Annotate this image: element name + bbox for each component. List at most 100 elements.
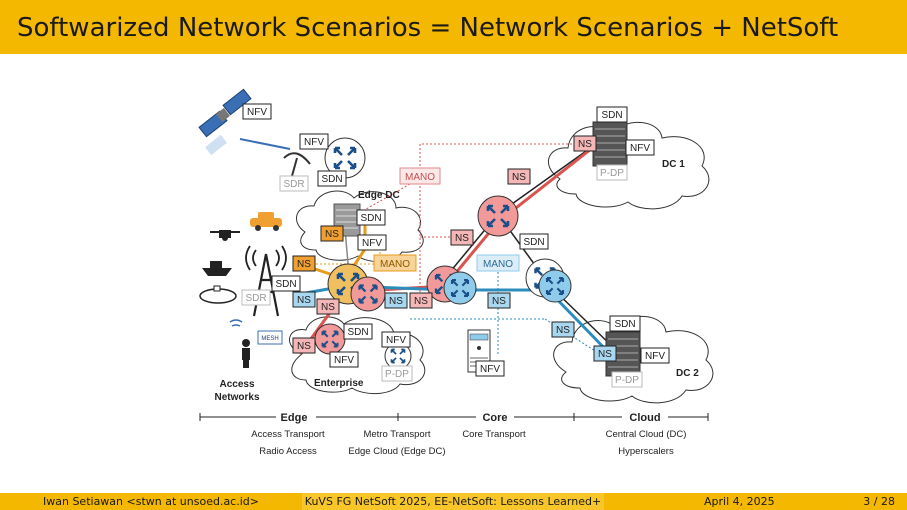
nfv-label-dc2: NFV — [640, 347, 670, 364]
svg-text:NFV: NFV — [247, 107, 267, 118]
nfv-label-edge-dc: NFV — [357, 234, 387, 251]
person-icon — [242, 339, 250, 368]
metro-transport-label: Metro Transport — [363, 429, 430, 440]
nfv-label-enterprise-right: NFV — [381, 331, 411, 348]
satellite-icon — [198, 88, 252, 156]
sdr-label-dish: SDR — [279, 175, 309, 192]
edge-dc-label: Edge DC — [358, 190, 400, 201]
svg-text:SDN: SDN — [601, 110, 622, 121]
hyperscalers-label: Hyperscalers — [618, 446, 674, 457]
radio-access-label: Radio Access — [259, 446, 317, 457]
pdp-label-dc2: P-DP — [611, 371, 643, 388]
access-networks-label-2: Networks — [214, 392, 259, 403]
svg-text:P-DP: P-DP — [615, 375, 639, 386]
svg-text:NS: NS — [598, 349, 612, 360]
svg-text:SDN: SDN — [614, 319, 635, 330]
ns-badge-red-metro: NS — [409, 292, 433, 309]
svg-text:SDN: SDN — [321, 174, 342, 185]
section-edge-label: Edge — [281, 412, 308, 424]
mano-label-orange: MANO — [373, 254, 417, 272]
nfv-label-server: NFV — [475, 360, 505, 377]
network-diagram: MESH NFV NFV SDR SDN Edge DC SDN NS NFV … — [198, 88, 714, 457]
footer: Iwan Setiawan <stwn at unsoed.ac.id> KuV… — [0, 493, 907, 510]
svg-text:NS: NS — [297, 259, 311, 270]
sdn-label-tower: SDN — [271, 275, 301, 292]
ns-badge-blue-core: NS — [487, 292, 511, 309]
nfv-label-dc1: NFV — [625, 139, 655, 156]
svg-text:SDN: SDN — [523, 237, 544, 248]
dc1-label: DC 1 — [662, 159, 685, 170]
svg-text:NS: NS — [556, 325, 570, 336]
svg-text:MANO: MANO — [405, 172, 435, 183]
svg-text:NS: NS — [297, 295, 311, 306]
section-axis — [199, 413, 709, 421]
wifi-icon — [229, 319, 243, 327]
footer-date: April 4, 2025 — [704, 495, 775, 508]
sdn-label-edge-dc: SDN — [356, 209, 386, 226]
submarine-icon — [199, 285, 237, 304]
footer-author: Iwan Setiawan <stwn at unsoed.ac.id> — [0, 493, 302, 510]
svg-text:NS: NS — [455, 233, 469, 244]
ns-badge-blue-access: NS — [292, 291, 316, 308]
mesh-router-icon: MESH — [257, 330, 283, 345]
mano-label-red: MANO — [399, 167, 441, 185]
svg-text:NFV: NFV — [334, 355, 354, 366]
svg-text:NFV: NFV — [645, 351, 665, 362]
section-cloud-label: Cloud — [629, 412, 660, 424]
svg-text:P-DP: P-DP — [600, 168, 624, 179]
ship-icon — [202, 261, 232, 276]
svg-text:NS: NS — [389, 296, 403, 307]
router-icon — [538, 269, 572, 303]
satellite-dish-icon — [283, 152, 311, 177]
ns-badge-orange-access: NS — [292, 255, 316, 272]
svg-text:NFV: NFV — [304, 137, 324, 148]
enterprise-label: Enterprise — [314, 378, 364, 389]
car-icon — [250, 212, 282, 231]
svg-text:NS: NS — [414, 296, 428, 307]
ns-badge-red-core-top: NS — [507, 168, 531, 185]
ns-badge-blue-dc2: NS — [593, 345, 617, 362]
footer-right: April 4, 2025 3 / 28 — [604, 493, 907, 510]
slide-title: Softwarized Network Scenarios = Network … — [17, 13, 839, 43]
orange-service-path — [299, 214, 367, 281]
sdr-label-tower: SDR — [241, 289, 271, 306]
nfv-label-enterprise: NFV — [329, 351, 359, 368]
access-networks-label-1: Access — [219, 379, 254, 390]
svg-text:MESH: MESH — [261, 336, 278, 342]
svg-text:MANO: MANO — [483, 259, 513, 270]
svg-text:P-DP: P-DP — [385, 369, 409, 380]
ns-badge-blue-metro: NS — [384, 292, 408, 309]
svg-text:SDR: SDR — [245, 293, 266, 304]
nfv-label-dish: NFV — [299, 133, 329, 150]
pdp-label-dc1: P-DP — [596, 164, 628, 181]
sdn-label-edge: SDN — [317, 170, 347, 187]
nfv-label-satellite: NFV — [242, 103, 272, 120]
svg-text:NFV: NFV — [480, 364, 500, 375]
sdn-label-dc1: SDN — [596, 106, 628, 123]
svg-text:NS: NS — [325, 229, 339, 240]
sdn-label-enterprise: SDN — [343, 323, 373, 340]
ns-badge-red-dc1: NS — [573, 135, 597, 152]
footer-page-number: 3 / 28 — [863, 495, 895, 508]
sdn-label-core: SDN — [519, 233, 549, 250]
router-icon — [477, 195, 519, 237]
router-icon — [350, 276, 386, 312]
section-core-label: Core — [482, 412, 507, 424]
router-icon — [443, 271, 477, 305]
ns-badge-orange-edge-dc: NS — [320, 225, 344, 242]
svg-text:NS: NS — [512, 172, 526, 183]
access-transport-label: Access Transport — [251, 429, 325, 440]
svg-text:NS: NS — [321, 302, 335, 313]
svg-text:SDN: SDN — [360, 213, 381, 224]
svg-text:NS: NS — [297, 341, 311, 352]
title-bar: Softwarized Network Scenarios = Network … — [0, 0, 907, 54]
footer-talk-title: KuVS FG NetSoft 2025, EE-NetSoft: Lesson… — [302, 493, 604, 510]
cloud-icon — [548, 121, 710, 210]
ns-badge-red-core: NS — [450, 229, 474, 246]
mano-label-blue: MANO — [476, 254, 520, 272]
server-rack-icon — [592, 121, 628, 167]
svg-text:SDN: SDN — [347, 327, 368, 338]
edge-cloud-label: Edge Cloud (Edge DC) — [348, 446, 445, 457]
core-transport-label: Core Transport — [462, 429, 526, 440]
svg-text:NFV: NFV — [386, 335, 406, 346]
